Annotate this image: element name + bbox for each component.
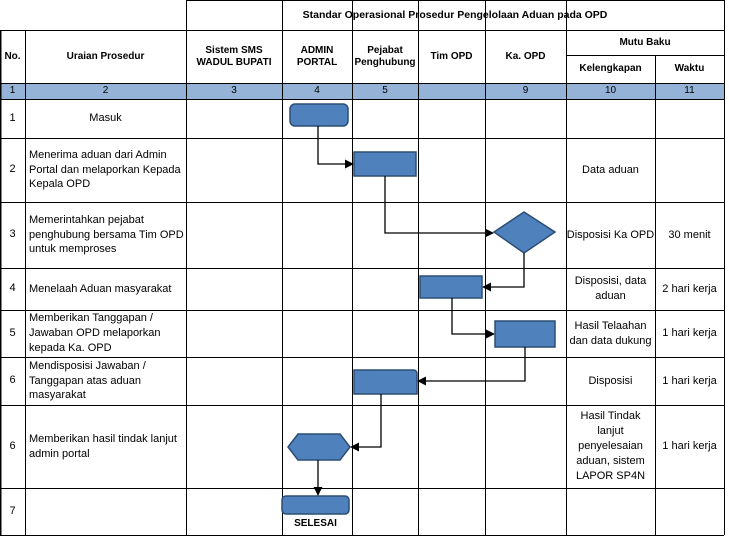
- column-number: 10: [604, 85, 617, 96]
- row-uraian: Menelaah Aduan masyarakat: [29, 282, 172, 295]
- row-kelengkapan: Disposisi, data aduan: [574, 275, 647, 302]
- column-number: 3: [231, 85, 237, 96]
- arrow-admin-to-decision: [384, 176, 494, 238]
- row-waktu: [655, 99, 724, 138]
- header-tim-opd: Tim OPD: [430, 50, 473, 62]
- row-uraian: Memerintahkan pejabat penghubung bersama…: [29, 213, 184, 256]
- process-tim-opd-shape: [419, 275, 483, 299]
- row-waktu: [655, 138, 724, 202]
- row-waktu: 30 menit: [668, 228, 711, 241]
- row-number: 2: [9, 163, 16, 176]
- column-number: 4: [314, 85, 320, 96]
- row-uraian: Menerima aduan dari Admin Portal dan mel…: [29, 148, 181, 191]
- column-number: 5: [382, 85, 388, 96]
- row-uraian: Masuk: [89, 112, 122, 125]
- row-number: 4: [9, 282, 16, 295]
- column-number: 2: [102, 85, 109, 96]
- arrow-start-to-admin: [317, 126, 354, 169]
- process-ka-opd-shape: [494, 320, 556, 348]
- header-sistem-sms: Sistem SMS WADUL BUPATI: [196, 44, 272, 68]
- header-waktu: Waktu: [674, 63, 705, 74]
- header-ka-opd: Ka. OPD: [505, 50, 546, 62]
- row-number: 3: [9, 228, 16, 241]
- header-kelengkapan: Kelengkapan: [579, 63, 642, 74]
- row-waktu: 1 hari kerja: [662, 440, 717, 453]
- column-number: 9: [522, 85, 529, 96]
- row-waktu: 2 hari kerja: [662, 282, 717, 295]
- decision-ka-opd-shape: [492, 211, 557, 254]
- column-number-band: [0, 83, 724, 99]
- row-waktu: 1 hari kerja: [662, 327, 717, 340]
- process-admin-shape: [353, 151, 417, 177]
- row-number: 7: [9, 504, 16, 517]
- row-number: 5: [9, 326, 16, 339]
- row-number: 1: [9, 111, 16, 124]
- row-uraian: Memberikan Tanggapan / Jawaban OPD melap…: [29, 312, 161, 354]
- row-kelengkapan: Data aduan: [582, 163, 639, 176]
- arrow-tim-to-ka: [451, 298, 495, 339]
- end-label: SELESAI: [294, 518, 337, 529]
- row-kelengkapan: [566, 99, 655, 138]
- column-number: 1: [9, 85, 16, 96]
- process-pejabat-shape: [353, 369, 418, 395]
- header-no: No.: [4, 50, 21, 62]
- row-kelengkapan: Disposisi: [588, 374, 633, 387]
- preparation-admin-shape: [287, 433, 351, 461]
- row-number: 6: [9, 374, 16, 387]
- row-uraian: [25, 488, 186, 535]
- arrow-ka-to-pejabat: [417, 347, 526, 386]
- row-waktu: 1 hari kerja: [662, 374, 717, 387]
- arrow-pejabat-to-admin: [350, 394, 382, 452]
- row-waktu: [655, 488, 724, 535]
- row-kelengkapan: [566, 488, 655, 535]
- header-uraian: Uraian Prosedur: [66, 50, 145, 62]
- row-uraian: Memberikan hasil tindak lanjut admin por…: [29, 432, 177, 460]
- start-terminator-shape: [289, 103, 349, 127]
- column-number: 11: [684, 85, 695, 96]
- row-kelengkapan: Disposisi Ka OPD: [566, 228, 655, 241]
- header-pejabat: Pejabat Penghubung: [354, 44, 416, 68]
- header-mutu-baku: Mutu Baku: [619, 36, 671, 48]
- page-title: Standar Operasional Prosedur Pengelolaan…: [302, 8, 608, 21]
- row-number: 6: [9, 439, 16, 452]
- row-kelengkapan: Hasil Telaahan dan data dukung: [569, 319, 652, 347]
- end-terminator-shape: [281, 495, 350, 515]
- column-number: [418, 83, 485, 99]
- header-admin-portal: ADMIN PORTAL: [296, 44, 338, 68]
- row-uraian: Mendisposisi Jawaban / Tanggapan atas ad…: [29, 359, 146, 402]
- row-kelengkapan: Hasil Tindak lanjut penyelesaian aduan, …: [575, 410, 646, 482]
- arrow-decision-to-tim: [482, 253, 525, 292]
